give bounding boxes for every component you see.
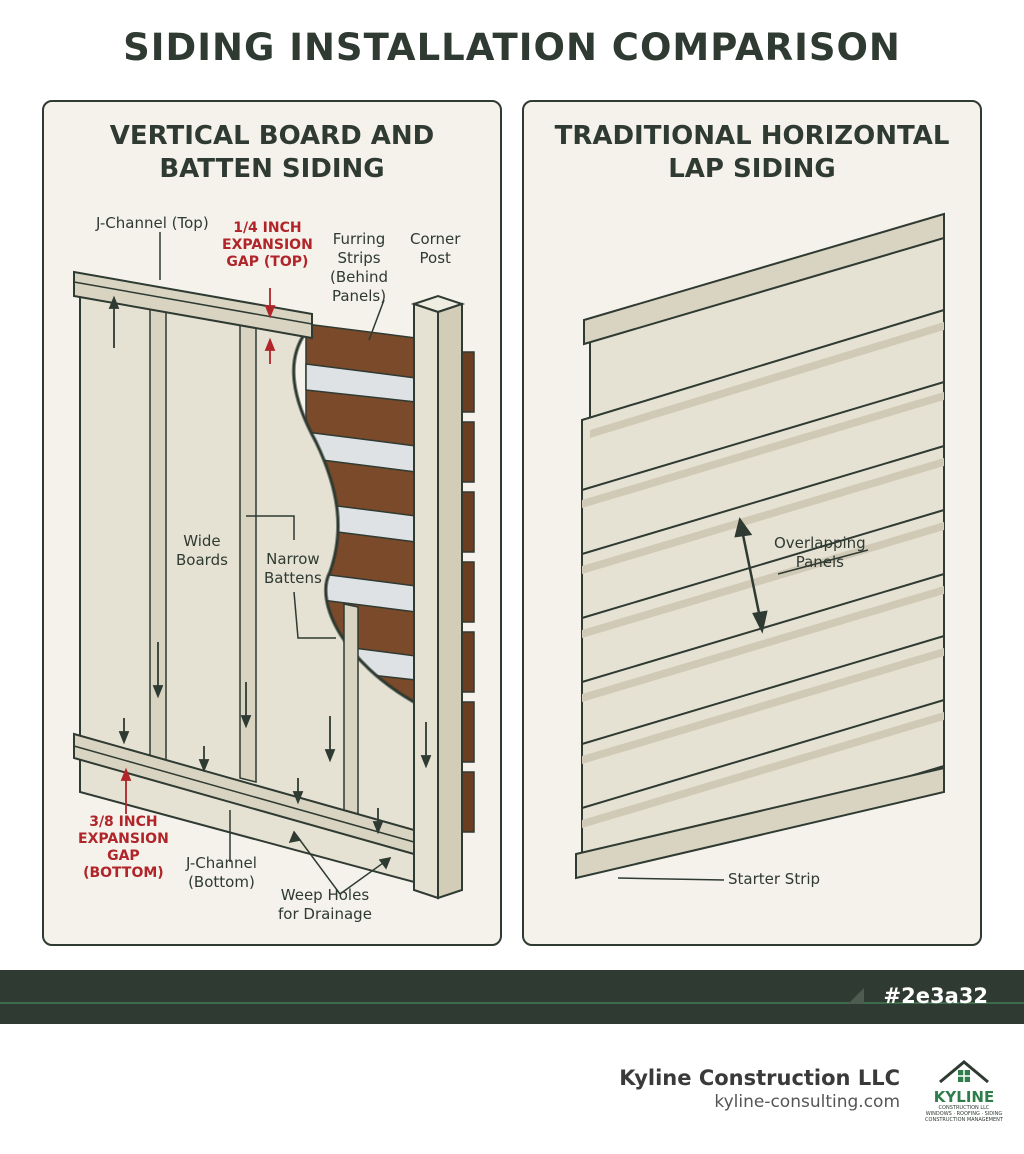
- right-leader-lines: [617, 549, 869, 881]
- logo-subtitle: CONSTRUCTION LLC WINDOWS · ROOFING · SID…: [924, 1105, 1004, 1123]
- gap-top-line1: 1/4 INCH: [233, 220, 302, 236]
- gap-top-line2: EXPANSION: [222, 237, 313, 253]
- gap-top-line3: GAP (TOP): [226, 254, 309, 270]
- label-wide-boards: Wide Boards: [176, 532, 228, 570]
- starter-strip: [575, 766, 945, 880]
- vertical-siding-illustration: [73, 232, 475, 900]
- battens: [149, 301, 359, 815]
- color-tag: #2e3a32: [883, 984, 988, 1008]
- overlap-line1: Overlapping: [774, 534, 866, 552]
- furring-line4: Panels): [331, 287, 387, 305]
- label-corner-post: Corner Post: [410, 230, 460, 268]
- narrow-line1: Narrow: [266, 550, 320, 568]
- label-overlapping-panels: Overlapping Panels: [774, 534, 866, 572]
- gap-bottom-line3: GAP: [107, 848, 140, 864]
- flow-arrows: [108, 295, 432, 835]
- footer-band: [0, 970, 1024, 1024]
- label-weep-holes: Weep Holes for Drainage: [278, 886, 372, 924]
- overlap-line2: Panels: [795, 553, 844, 571]
- company-website[interactable]: kyline-consulting.com: [714, 1092, 900, 1112]
- label-j-channel-bottom: J-Channel (Bottom): [186, 854, 257, 892]
- overlap-arrow: [734, 517, 768, 634]
- label-gap-bottom: 3/8 INCH EXPANSION GAP (BOTTOM): [78, 814, 169, 882]
- horizontal-title-line1: TRADITIONAL HORIZONTAL: [554, 121, 950, 151]
- vertical-title-line2: BATTEN SIDING: [159, 154, 385, 184]
- company-name: Kyline Construction LLC: [619, 1066, 900, 1090]
- logo-sub-line1: CONSTRUCTION LLC: [938, 1105, 990, 1111]
- house-icon: [939, 1060, 989, 1084]
- main-title: SIDING INSTALLATION COMPARISON: [123, 26, 901, 69]
- furring-line1: Furring: [332, 230, 386, 248]
- top-trim: [583, 212, 945, 346]
- j-bottom-line2: (Bottom): [188, 873, 255, 891]
- logo-sub-line2: WINDOWS · ROOFING · SIDING: [925, 1111, 1003, 1117]
- furring-line3: (Behind: [330, 268, 389, 286]
- gap-bottom-line2: EXPANSION: [78, 831, 169, 847]
- label-narrow-battens: Narrow Battens: [264, 550, 322, 588]
- footer-chevron: [848, 988, 864, 1004]
- vertical-siding-panel: VERTICAL BOARD AND BATTEN SIDING: [42, 100, 502, 946]
- expansion-gap-arrows: [120, 288, 276, 814]
- lap-shadows: [582, 322, 944, 828]
- horizontal-siding-illustration: [575, 212, 945, 881]
- wide-line2: Boards: [176, 551, 228, 569]
- label-gap-top: 1/4 INCH EXPANSION GAP (TOP): [222, 220, 313, 271]
- corner-post: [410, 294, 466, 900]
- label-j-channel-top: J-Channel (Top): [96, 214, 209, 232]
- horizontal-siding-panel: TRADITIONAL HORIZONTAL LAP SIDING: [522, 100, 982, 946]
- furring-line2: Strips: [337, 249, 381, 267]
- j-bottom-line1: J-Channel: [186, 854, 257, 872]
- footer-accent-line: [0, 1002, 1024, 1004]
- j-channel-top: [73, 270, 313, 340]
- vertical-title-line1: VERTICAL BOARD AND: [109, 121, 435, 151]
- gap-bottom-line1: 3/8 INCH: [89, 814, 158, 830]
- gap-bottom-line4: (BOTTOM): [83, 865, 164, 881]
- vertical-panel-title: VERTICAL BOARD AND BATTEN SIDING: [44, 120, 500, 186]
- company-logo: KYLINE CONSTRUCTION LLC WINDOWS · ROOFIN…: [924, 1058, 1004, 1128]
- leader-lines: [159, 232, 392, 895]
- weep-line1: Weep Holes: [280, 886, 370, 904]
- weep-line2: for Drainage: [278, 905, 372, 923]
- horizontal-panel-title: TRADITIONAL HORIZONTAL LAP SIDING: [524, 120, 980, 186]
- logo-sub-line3: CONSTRUCTION MANAGEMENT: [925, 1117, 1003, 1123]
- corner-line2: Post: [419, 249, 451, 267]
- label-furring-strips: Furring Strips (Behind Panels): [330, 230, 388, 306]
- wide-line1: Wide: [183, 532, 221, 550]
- label-starter-strip: Starter Strip: [728, 870, 821, 888]
- logo-name: KYLINE: [933, 1088, 995, 1106]
- corner-line1: Corner: [410, 230, 461, 248]
- horizontal-title-line2: LAP SIDING: [668, 154, 836, 184]
- narrow-line2: Battens: [264, 569, 322, 587]
